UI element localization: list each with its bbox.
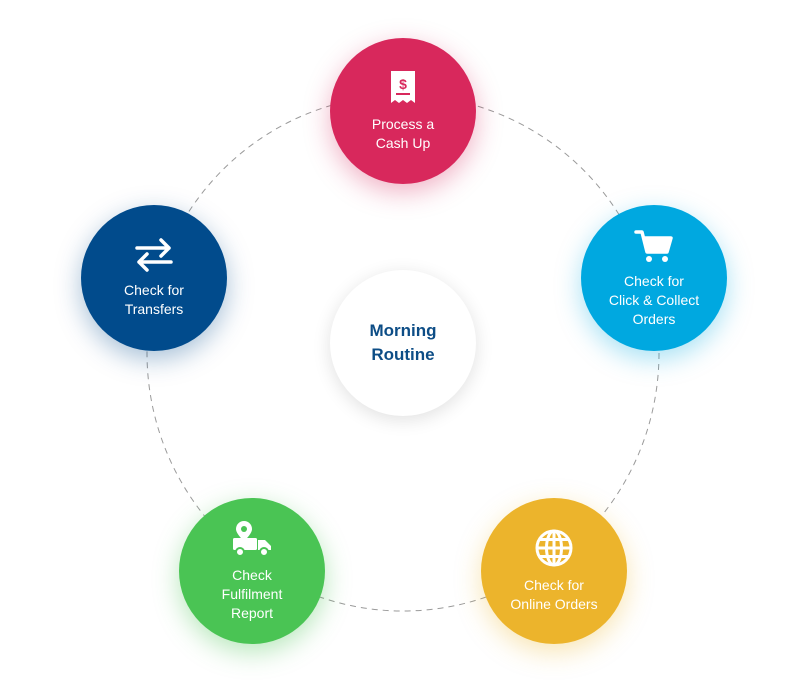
step-check-click-collect[interactable]: Check for Click & Collect Orders (581, 205, 727, 351)
center-title-line: Morning (369, 321, 437, 340)
step-label-line: Check for (124, 282, 184, 298)
globe-icon (535, 529, 573, 567)
step-label-line: Check for (624, 272, 684, 289)
step-label-line: Transfers (124, 301, 184, 317)
step-label: Check for Click & Collect Orders (609, 272, 699, 329)
step-label-line: Fulfilment (221, 585, 283, 602)
step-label-line: Process a (371, 116, 435, 132)
step-label: Process a Cash Up (372, 115, 434, 153)
step-label-line: Check (232, 566, 272, 583)
step-label-line: Click & Collect (608, 291, 700, 308)
step-label-line: Report (230, 604, 274, 621)
shopping-cart-icon (634, 229, 673, 262)
step-check-fulfilment-report[interactable]: Check Fulfilment Report (179, 498, 325, 644)
step-check-transfers[interactable]: Check for Transfers (81, 205, 227, 351)
step-process-cash-up[interactable]: $ Process a Cash Up (330, 38, 476, 184)
step-label: Check Fulfilment Report (222, 566, 283, 623)
morning-routine-center: Morning Routine (330, 270, 476, 416)
center-title: Morning Routine (369, 319, 436, 367)
step-check-online-orders[interactable]: Check for Online Orders (481, 498, 627, 644)
step-label-line: Orders (632, 310, 676, 327)
step-label-line: Cash Up (375, 135, 431, 151)
delivery-truck-icon (233, 520, 271, 557)
step-label-line: Check for (524, 577, 584, 593)
step-label: Check for Online Orders (510, 576, 597, 614)
center-title-line: Routine (371, 345, 435, 364)
transfer-arrows-icon (135, 238, 173, 272)
svg-text:$: $ (399, 76, 407, 92)
receipt-dollar-icon: $ (391, 71, 415, 103)
step-label-line: Online Orders (510, 596, 598, 612)
step-label: Check for Transfers (124, 281, 184, 319)
